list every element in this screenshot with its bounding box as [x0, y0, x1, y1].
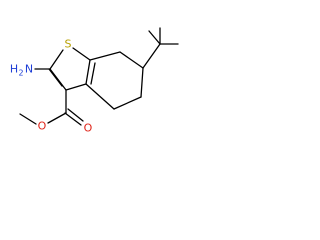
bond-cq-me3 [148, 30, 161, 45]
bond-c5-c4 [113, 96, 142, 110]
sulfur-atom-label: S [65, 38, 72, 51]
bond-oester-methyl [19, 113, 37, 125]
ester-oxygen-label: O [38, 120, 47, 133]
bond-c3a-c3 [65, 83, 87, 91]
bond-s1-c7a [72, 47, 91, 61]
bond-c3-c2-double [48, 68, 63, 87]
amino-h-label: H [10, 63, 18, 76]
molecule-structure: S H 2 N O O [10, 27, 179, 135]
bond-c2-s1 [49, 49, 64, 70]
bond-c6-c5 [140, 67, 144, 98]
bond-ccarbonyl-o-double-a [64, 112, 82, 126]
bond-c7-c6 [119, 51, 144, 69]
bond-c6-cq [142, 43, 161, 69]
bond-c7a-c3a-double [90, 62, 96, 85]
bond-ccarbonyl-oester [47, 112, 67, 124]
bond-ccarbonyl-o-double-b [67, 108, 84, 122]
bond-c7a-c3a [85, 59, 91, 85]
amino-subscript: 2 [18, 69, 23, 78]
amino-n-label: N [25, 63, 33, 76]
bond-c4-c3a [85, 83, 115, 110]
bond-c3-c2 [49, 68, 67, 91]
bond-c7a-c7 [89, 51, 121, 61]
carbonyl-oxygen-label: O [84, 122, 93, 135]
